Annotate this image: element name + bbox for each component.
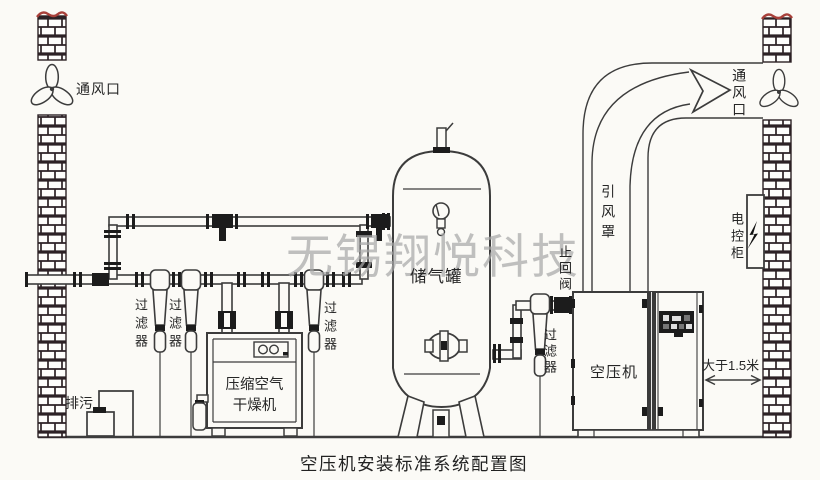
label-dryer-line1: 压缩空气 <box>225 377 284 393</box>
filter-unit <box>303 269 325 353</box>
air-tank <box>392 122 491 438</box>
wall-break-mark <box>761 13 793 20</box>
label-filter-2: 过滤器 <box>166 298 182 352</box>
check-valve-fitting <box>550 296 572 314</box>
wall-break-mark <box>36 11 68 18</box>
label-drain: 排污 <box>65 395 93 411</box>
compressor-unit <box>571 291 704 438</box>
watermark: 无锡翔悦科技 <box>286 230 580 283</box>
filter-unit <box>529 293 551 377</box>
filter-unit <box>180 269 202 353</box>
right-wall <box>761 13 793 438</box>
label-filter-3: 过滤器 <box>321 301 337 355</box>
tank-leg <box>396 394 425 438</box>
label-vent-left: 通风口 <box>76 81 121 97</box>
diagram-title: 空压机安装标准系统配置图 <box>300 454 528 474</box>
label-clearance: 大于1.5米 <box>702 358 760 373</box>
tank-bottom-drain <box>432 409 450 438</box>
label-check-valve: 止回阀 <box>556 245 572 293</box>
label-tank: 储气罐 <box>410 268 463 286</box>
pipe-union <box>92 273 109 286</box>
fan-icon <box>30 63 74 106</box>
valve <box>206 214 238 241</box>
filter-unit <box>149 269 171 353</box>
compressor-base <box>577 429 700 438</box>
label-compressor: 空压机 <box>590 364 639 381</box>
label-dryer-line2: 干燥机 <box>232 398 277 414</box>
dryer-control-panel <box>253 341 289 358</box>
label-vent-right: 通风口 <box>731 68 748 119</box>
dryer-inlet-fittings <box>218 311 293 329</box>
tank-manhole <box>424 330 468 362</box>
filter-drain-lines <box>159 352 541 436</box>
drain-collector <box>86 407 115 437</box>
valve <box>366 214 388 241</box>
label-induction-hood: 引风罩 <box>600 184 617 244</box>
vertical-pipe-flanges <box>104 230 523 343</box>
control-cabinet-box <box>746 194 765 269</box>
fan-icon <box>759 68 799 108</box>
induction-duct <box>582 62 763 292</box>
airflow-arrow-icon <box>688 67 732 115</box>
drain-pipe <box>98 390 134 436</box>
air-filters <box>149 269 551 377</box>
clearance-arrow <box>704 374 762 386</box>
pipe-fittings <box>25 213 572 363</box>
label-control-cabinet: 电控柜 <box>728 212 744 263</box>
compressor-control-panel <box>659 311 694 337</box>
label-filter-1: 过滤器 <box>132 298 148 352</box>
pressure-gauge <box>432 202 450 237</box>
safety-valve <box>433 122 454 153</box>
dryer-drain-bottle <box>192 394 209 431</box>
label-filter-4: 过滤器 <box>541 328 557 376</box>
lightning-icon <box>747 221 758 249</box>
door-hinges <box>571 299 703 416</box>
tank-leg <box>458 394 485 438</box>
dryer-unit <box>192 332 303 437</box>
tank-outlet-flanges <box>493 344 501 363</box>
